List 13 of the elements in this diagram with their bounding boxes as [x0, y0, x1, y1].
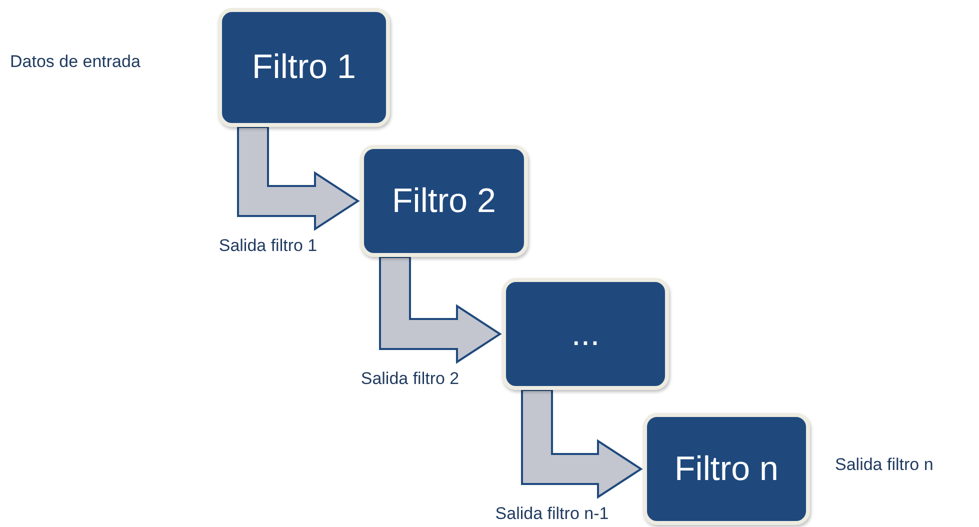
- bent-arrow: [521, 389, 643, 499]
- data-caption: Salida filtro n: [835, 455, 934, 475]
- filter-box: [643, 413, 810, 525]
- filter-box: [502, 278, 669, 390]
- filter-label: Filtro 2: [392, 182, 496, 220]
- filter-box: [360, 145, 528, 257]
- input-label: Datos de entrada: [10, 52, 140, 72]
- bent-arrow: [237, 126, 360, 231]
- filter-label: Filtro 1: [252, 48, 356, 87]
- bent-arrow: [379, 256, 502, 364]
- filter-label: Filtro n: [674, 450, 778, 488]
- filter-box: [218, 8, 390, 127]
- filter-label: ...: [571, 314, 600, 354]
